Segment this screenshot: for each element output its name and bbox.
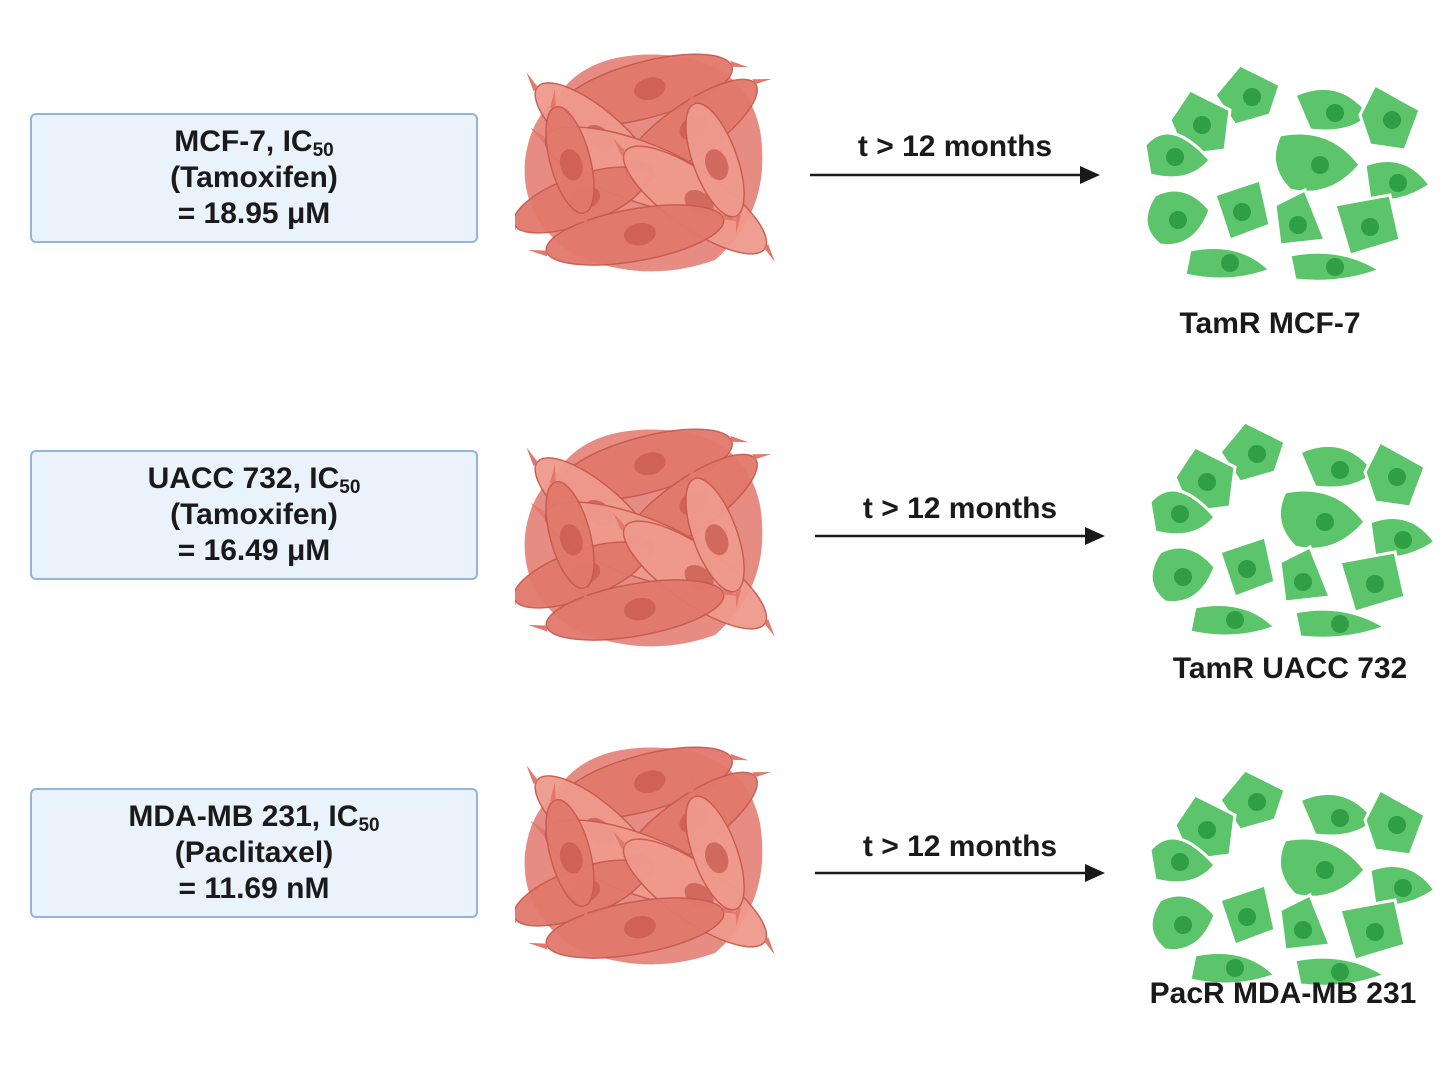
ic50-subscript: 50 bbox=[339, 477, 361, 498]
parental-cell-cluster-icon bbox=[515, 53, 775, 272]
ic50-box: UACC 732, IC50 (Tamoxifen) = 16.49 μM bbox=[30, 450, 478, 580]
resistant-cell-cluster-icon bbox=[1143, 63, 1430, 283]
duration-label: t > 12 months bbox=[862, 492, 1058, 525]
resistant-cell-cluster-icon bbox=[1148, 768, 1435, 988]
cell-line-text: MDA-MB 231, IC bbox=[128, 800, 359, 833]
resistant-line-label: TamR UACC 732 bbox=[1172, 652, 1408, 685]
resistant-line-label: PacR MDA-MB 231 bbox=[1149, 977, 1417, 1010]
parental-cell-cluster-icon bbox=[515, 428, 775, 647]
duration-label: t > 12 months bbox=[862, 830, 1058, 863]
drug-label: (Tamoxifen) bbox=[170, 161, 338, 194]
cell-line-text: MCF-7, IC bbox=[174, 125, 313, 158]
row-3: MDA-MB 231, IC50 (Paclitaxel) = 11.69 nM… bbox=[0, 675, 1456, 1015]
cell-line-label: MDA-MB 231, IC50 bbox=[128, 799, 379, 835]
cell-line-text: UACC 732, IC bbox=[147, 462, 340, 495]
ic50-box: MDA-MB 231, IC50 (Paclitaxel) = 11.69 nM bbox=[30, 788, 478, 918]
resistant-cell-cluster-icon bbox=[1148, 420, 1435, 640]
drug-label: (Paclitaxel) bbox=[174, 836, 334, 869]
parental-cell-cluster-icon bbox=[515, 746, 775, 965]
right-arrow-icon bbox=[810, 166, 1100, 184]
ic50-value: = 16.49 μM bbox=[177, 534, 331, 567]
ic50-value: = 18.95 μM bbox=[177, 197, 331, 230]
drug-label: (Tamoxifen) bbox=[170, 498, 338, 531]
resistant-line-label: TamR MCF-7 bbox=[1179, 307, 1361, 340]
duration-label: t > 12 months bbox=[857, 130, 1053, 163]
ic50-subscript: 50 bbox=[312, 140, 334, 161]
row-2: UACC 732, IC50 (Tamoxifen) = 16.49 μM t … bbox=[0, 337, 1456, 685]
ic50-subscript: 50 bbox=[358, 815, 380, 836]
row-1: MCF-7, IC50 (Tamoxifen) = 18.95 μM t > 1… bbox=[0, 0, 1456, 340]
right-arrow-icon bbox=[815, 527, 1105, 545]
ic50-value: = 11.69 nM bbox=[178, 872, 330, 905]
right-arrow-icon bbox=[815, 864, 1105, 882]
cell-line-label: MCF-7, IC50 bbox=[174, 124, 333, 160]
cell-line-label: UACC 732, IC50 bbox=[148, 461, 361, 497]
ic50-box: MCF-7, IC50 (Tamoxifen) = 18.95 μM bbox=[30, 113, 478, 243]
